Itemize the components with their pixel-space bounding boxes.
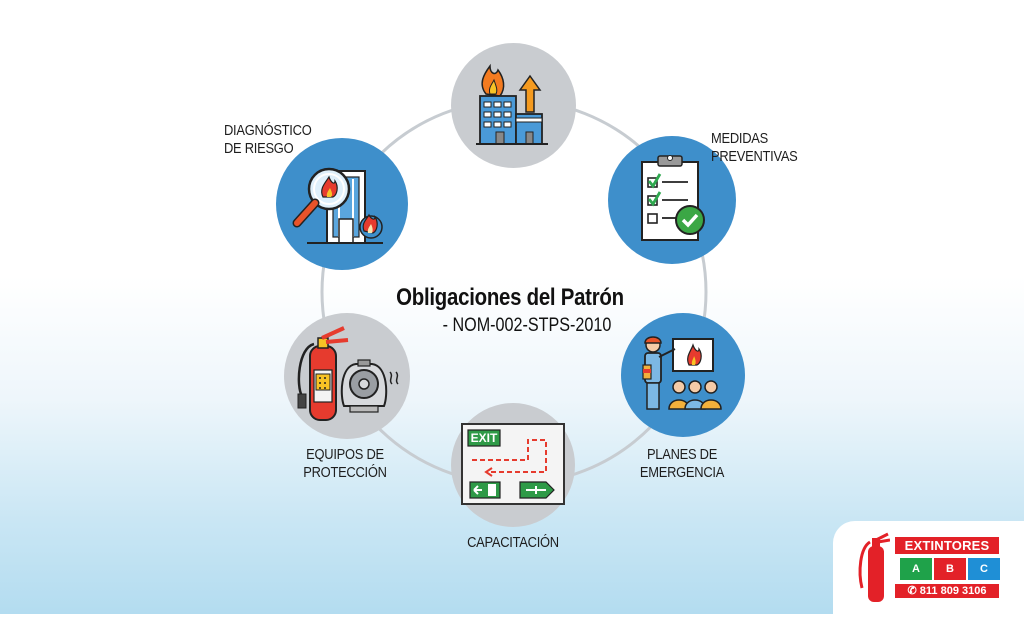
label-line: EMERGENCIA	[639, 464, 725, 481]
risk-diagnosis-magnifier-icon	[292, 167, 383, 244]
node-equipos-de-proteccion	[284, 313, 410, 439]
label-line: PROTECCIÓN	[303, 464, 387, 481]
label-line: PLANES DE	[646, 446, 718, 463]
label-line: DIAGNÓSTICO	[224, 122, 312, 139]
label-medidas-preventivas: MEDIDAS PREVENTIVAS	[711, 130, 798, 166]
label-diagnostico-de-riesgo: DIAGNÓSTICO DE RIESGO	[224, 122, 312, 158]
label-planes-de-emergencia: PLANES DE EMERGENCIA	[629, 446, 736, 482]
building-on-fire-growth-icon	[475, 63, 548, 145]
emergency-training-presentation-icon	[642, 336, 722, 410]
logo-brand: EXTINTORES	[895, 537, 999, 554]
node-diagnostico-de-riesgo	[276, 138, 408, 270]
logo-phone[interactable]: ✆ 811 809 3106	[895, 584, 999, 598]
clipboard-checklist-icon	[641, 155, 705, 241]
label-capacitacion: CAPACITACIÓN	[453, 534, 573, 552]
label-line: MEDIDAS	[711, 130, 768, 147]
node-medidas-preventivas	[608, 136, 736, 264]
node-planes-de-emergencia	[621, 313, 745, 437]
label-line: CAPACITACIÓN	[467, 534, 559, 551]
diagram-subtitle: - NOM-002-STPS-2010	[442, 315, 612, 336]
phone-icon: ✆	[907, 585, 920, 597]
label-line: EQUIPOS DE	[306, 446, 384, 463]
fire-class-b: B	[934, 558, 966, 580]
label-line: DE RIESGO	[224, 140, 294, 157]
fire-class-a: A	[900, 558, 932, 580]
fire-extinguisher-logo-icon	[858, 532, 890, 602]
logo-fire-classes: A B C	[900, 558, 1000, 580]
diagram-title: Obligaciones del Patrón	[396, 284, 624, 311]
label-line: PREVENTIVAS	[711, 148, 798, 165]
fire-class-c: C	[968, 558, 1000, 580]
fire-extinguisher-alarm-icon	[297, 326, 399, 421]
node-capacitacion: EXIT	[451, 403, 575, 527]
svg-text:EXIT: EXIT	[471, 431, 498, 445]
label-equipos-de-proteccion: EQUIPOS DE PROTECCIÓN	[289, 446, 401, 482]
node-top	[451, 43, 576, 168]
exit-route-map-icon: EXIT	[461, 423, 565, 505]
phone-number: 811 809 3106	[919, 585, 987, 597]
